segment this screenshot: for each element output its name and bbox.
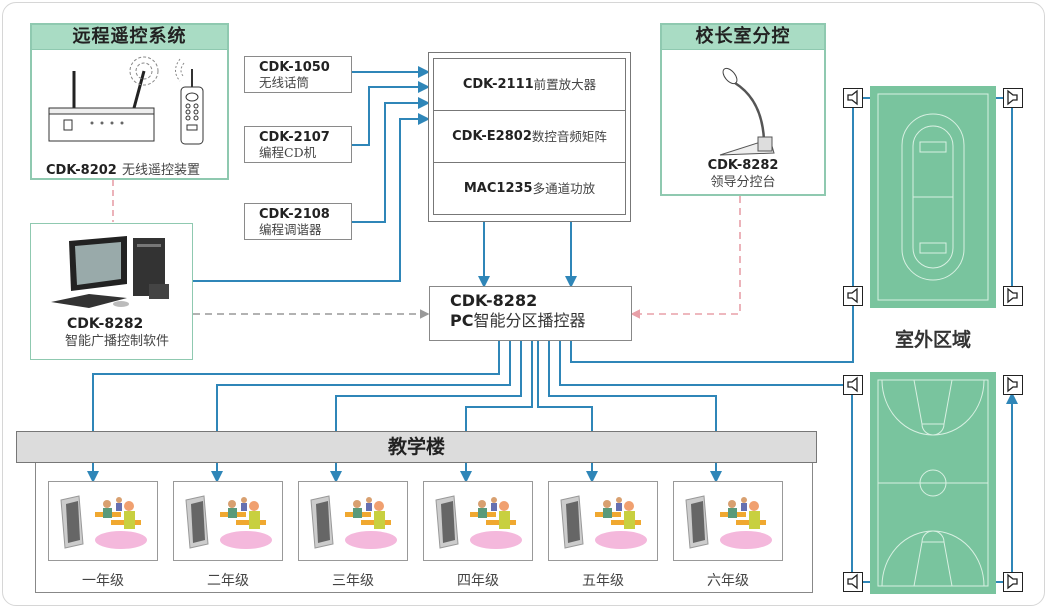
rack-name: 前置放大器 (533, 77, 597, 92)
classroom-speaker-icon (185, 495, 272, 549)
rack-name: 数控音频矩阵 (531, 129, 607, 144)
software-model: CDK-8282 (67, 316, 144, 332)
source-name: 编程CD机 (259, 145, 317, 160)
rack-model: MAC1235 (463, 181, 533, 196)
speaker-icon (843, 88, 863, 108)
classroom-label: 二年级 (207, 573, 249, 589)
source-name: 编程调谐器 (259, 222, 322, 237)
source-name: 无线话筒 (259, 75, 310, 90)
rack-name: 多通道功放 (532, 181, 596, 196)
basketball-court-field (870, 372, 996, 594)
principal-device-name: 领导分控台 (710, 175, 776, 190)
controller-model: CDK-8282 (450, 291, 538, 310)
remote-system-panel: 远程遥控系统 CDK-8202 无线遥控装置 (30, 23, 229, 180)
speaker-icon (843, 286, 863, 306)
running-track-field (870, 86, 996, 308)
running-track-icon (877, 93, 989, 301)
speaker-icon (1003, 286, 1023, 306)
principal-device-model: CDK-8282 (707, 158, 779, 173)
remote-receiver-icon (48, 56, 204, 145)
classroom-label: 五年级 (582, 573, 624, 589)
classroom-speaker-icon (435, 495, 522, 549)
classroom-label: 三年级 (332, 573, 374, 589)
classroom-label: 一年级 (82, 573, 124, 589)
classroom-speaker-icon (310, 495, 397, 549)
speaker-icon (1003, 88, 1023, 108)
classroom-label: 四年级 (457, 573, 499, 589)
controller-prefix: PC (450, 311, 474, 330)
computer-icon (51, 236, 169, 308)
classroom-3[interactable] (298, 481, 408, 561)
classroom-5[interactable] (548, 481, 658, 561)
source-model: CDK-2108 (259, 207, 330, 222)
basketball-court-icon (877, 379, 989, 587)
speaker-icon (1003, 375, 1023, 395)
classroom-speaker-icon (685, 495, 772, 549)
classroom-4[interactable] (423, 481, 533, 561)
remote-device-name: 无线遥控装置 (121, 163, 200, 178)
principal-office-title: 校长室分控 (662, 25, 824, 50)
software-name: 智能广播控制软件 (65, 334, 170, 349)
source-tuner[interactable]: CDK-2108 编程调谐器 (244, 203, 352, 240)
building-title: 教学楼 (16, 431, 817, 463)
source-model: CDK-1050 (259, 60, 330, 75)
speaker-icon (1003, 572, 1023, 592)
classroom-1[interactable] (48, 481, 158, 561)
source-cd-player[interactable]: CDK-2107 编程CD机 (244, 126, 352, 163)
classroom-label: 六年级 (707, 573, 749, 589)
source-model: CDK-2107 (259, 130, 330, 145)
outdoor-title: 室外区域 (894, 329, 971, 351)
classroom-2[interactable] (173, 481, 283, 561)
speaker-icon (843, 572, 863, 592)
classroom-6[interactable] (673, 481, 783, 561)
principal-office-panel: 校长室分控 CDK-8282 领导分控台 (660, 23, 826, 196)
speaker-icon (843, 375, 863, 395)
classroom-speaker-icon (560, 495, 647, 549)
remote-system-title: 远程遥控系统 (32, 25, 227, 50)
building-body (35, 462, 813, 593)
rack-model: CDK-E2802 (452, 129, 532, 144)
pc-software-panel: CDK-8282 智能广播控制软件 (30, 223, 193, 360)
source-wireless-mic[interactable]: CDK-1050 无线话筒 (244, 56, 352, 93)
remote-device-model: CDK-8202 (46, 163, 117, 178)
controller-name: 智能分区播控器 (473, 311, 586, 330)
gooseneck-mic-icon (719, 67, 775, 156)
classroom-speaker-icon (60, 495, 147, 549)
rack-model: CDK-2111 (462, 77, 534, 92)
zone-controller[interactable]: CDK-8282 PC智能分区播控器 (429, 286, 632, 341)
